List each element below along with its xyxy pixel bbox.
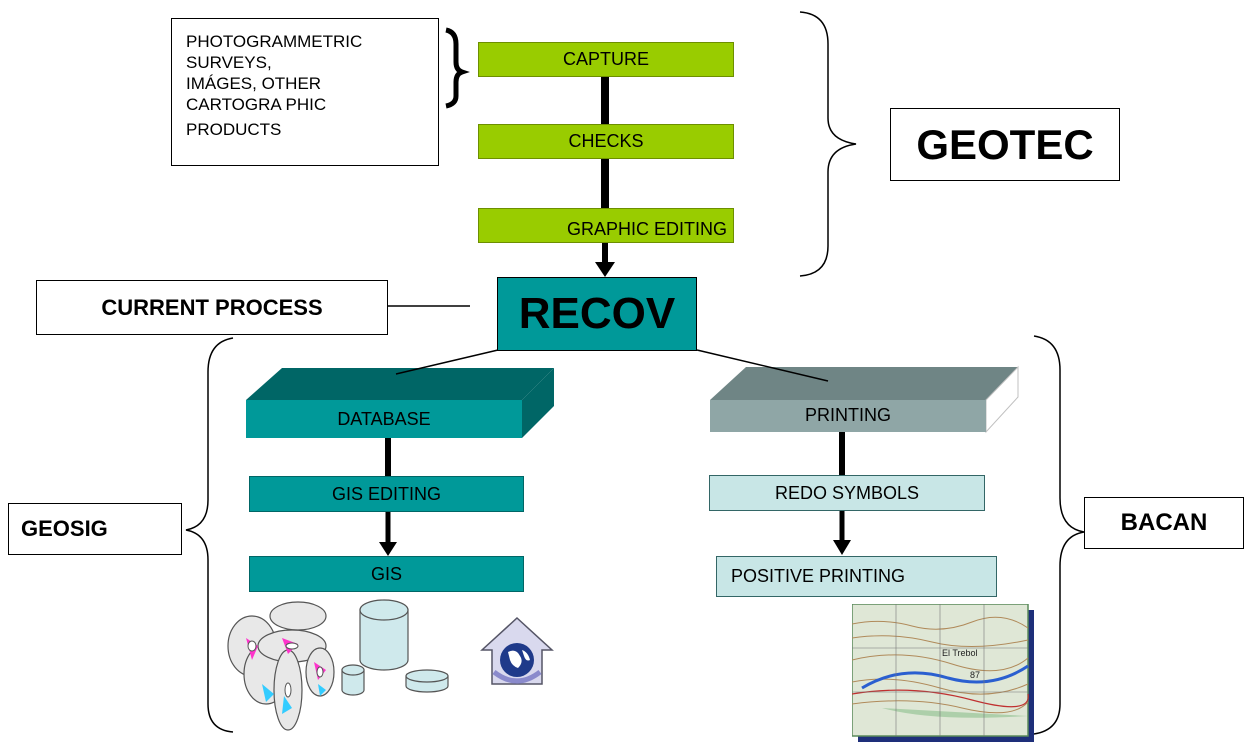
positive-arrowhead [833,540,851,555]
checks-step: CHECKS [478,124,734,159]
bacan-brace [1033,335,1085,735]
bacan-label: BACAN [1084,497,1244,549]
database-slab-side [522,368,554,438]
geotec-brace [799,11,857,277]
recov-to-printing-line [696,349,829,382]
gis-arrowhead [379,542,397,556]
gis-editing-step: GIS EDITING [249,476,524,512]
recov-to-database-line [395,349,499,375]
positive-printing-step: POSITIVE PRINTING [716,556,997,597]
printing-slab-top [710,367,1018,400]
sources-brace [445,27,470,109]
map-label-trebol: El Trebol [942,648,978,658]
capture-step: CAPTURE [478,42,734,77]
redo-symbols-step: REDO SYMBOLS [709,475,985,511]
geosig-label: GEOSIG [8,503,182,555]
disc-stack-image [227,599,449,731]
map-label-87: 87 [970,670,980,680]
database-slab-front [246,400,522,438]
printing-slab-front [710,400,986,432]
current-process-label: CURRENT PROCESS [36,280,388,335]
topographic-map-image: El Trebol 87 [851,603,1034,742]
sources-line: PRODUCTS [186,120,282,139]
printing-label: PRINTING [804,404,891,425]
recov-node: RECOV [497,277,697,351]
database-slab-top [246,368,554,400]
data-sources-box: PHOTOGRAMMETRIC SURVEYS, IMÁGES, OTHER C… [171,18,439,166]
sources-line: IMÁGES, OTHER [186,74,322,93]
geotec-label: GEOTEC [890,108,1120,181]
globe-logo [480,616,554,685]
sources-line: SURVEYS, [186,53,272,72]
gis-step: GIS [249,556,524,592]
sources-line: PHOTOGRAMMETRIC [186,32,363,51]
database-label: DATABASE [337,408,431,429]
graphic-editing-step: GRAPHIC EDITING [478,208,734,243]
geosig-brace [185,337,234,733]
recov-arrowhead [595,262,615,277]
sources-line: CARTOGRA PHIC [186,95,327,114]
